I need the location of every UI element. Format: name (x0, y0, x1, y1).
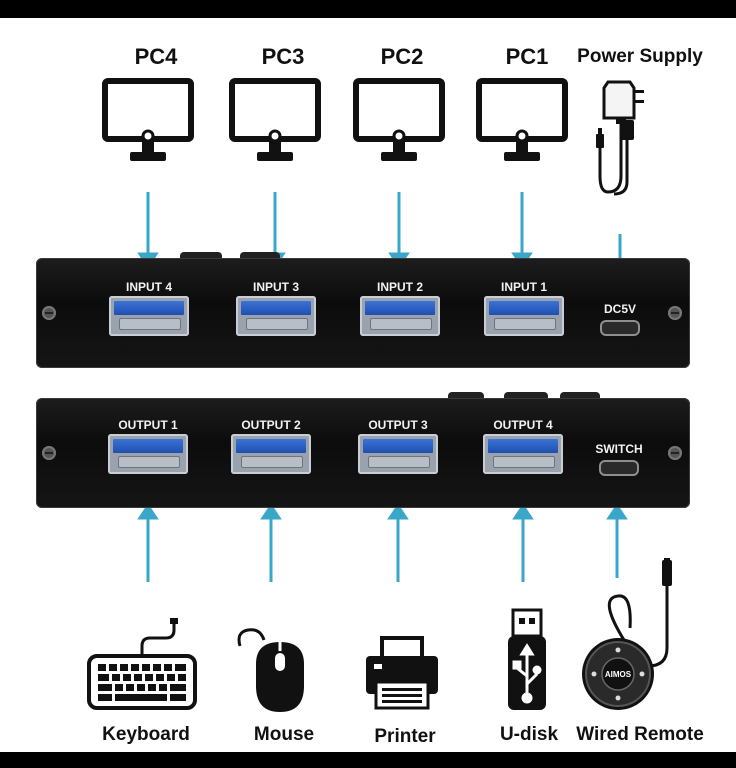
panel-top-bump (180, 252, 222, 260)
screw-icon (42, 306, 56, 320)
printer-icon (366, 636, 438, 710)
switch-port (599, 460, 639, 476)
top-border (0, 0, 736, 18)
input-1-label: INPUT 1 (500, 280, 548, 294)
wired-remote-label: Wired Remote (576, 724, 704, 745)
panel-top-bump (448, 392, 484, 400)
input-2-label: INPUT 2 (376, 280, 424, 294)
keyboard-label: Keyboard (102, 724, 190, 745)
wired-remote-icon: AIMOS (582, 558, 672, 710)
output-3-label: OUTPUT 3 (368, 418, 428, 432)
usb-port-input-1 (484, 296, 564, 336)
pc2-label: PC2 (380, 44, 424, 69)
pc1-label: PC1 (505, 44, 549, 69)
screw-icon (668, 446, 682, 460)
panel-top-bump (240, 252, 280, 260)
panel-top-bump (504, 392, 548, 400)
usb-port-output-1 (108, 434, 188, 474)
kvm-input-panel: INPUT 4 INPUT 3 INPUT 2 INPUT 1 DC5V (36, 258, 690, 368)
keyboard-icon (87, 618, 197, 710)
usb-port-input-4 (109, 296, 189, 336)
printer-label: Printer (374, 726, 436, 747)
output-4-label: OUTPUT 4 (493, 418, 553, 432)
input-4-label: INPUT 4 (125, 280, 173, 294)
power-supply-label: Power Supply (577, 46, 703, 67)
pc4-label: PC4 (134, 44, 178, 69)
switch-label: SWITCH (595, 442, 643, 456)
monitor-icon (353, 78, 445, 161)
screw-icon (42, 446, 56, 460)
usb-port-input-2 (360, 296, 440, 336)
u-disk-label: U-disk (499, 724, 559, 745)
usb-port-output-3 (358, 434, 438, 474)
usb-drive-icon (508, 608, 546, 710)
usb-port-input-3 (236, 296, 316, 336)
pc3-label: PC3 (261, 44, 305, 69)
output-1-label: OUTPUT 1 (118, 418, 178, 432)
monitor-icon (229, 78, 321, 161)
usb-port-output-4 (483, 434, 563, 474)
input-3-label: INPUT 3 (252, 280, 300, 294)
mouse-icon (237, 628, 304, 712)
remote-brand-text: AIMOS (605, 670, 632, 679)
screw-icon (668, 306, 682, 320)
dc5v-label: DC5V (603, 302, 637, 316)
output-2-label: OUTPUT 2 (241, 418, 301, 432)
mouse-label: Mouse (253, 724, 315, 745)
bottom-border (0, 752, 736, 768)
dc5v-port (600, 320, 640, 336)
kvm-output-panel: OUTPUT 1 OUTPUT 2 OUTPUT 3 OUTPUT 4 SWIT… (36, 398, 690, 508)
monitor-icon (476, 78, 568, 161)
monitor-icon (102, 78, 194, 161)
panel-top-bump (560, 392, 600, 400)
power-adapter-icon (596, 80, 644, 196)
usb-port-output-2 (231, 434, 311, 474)
